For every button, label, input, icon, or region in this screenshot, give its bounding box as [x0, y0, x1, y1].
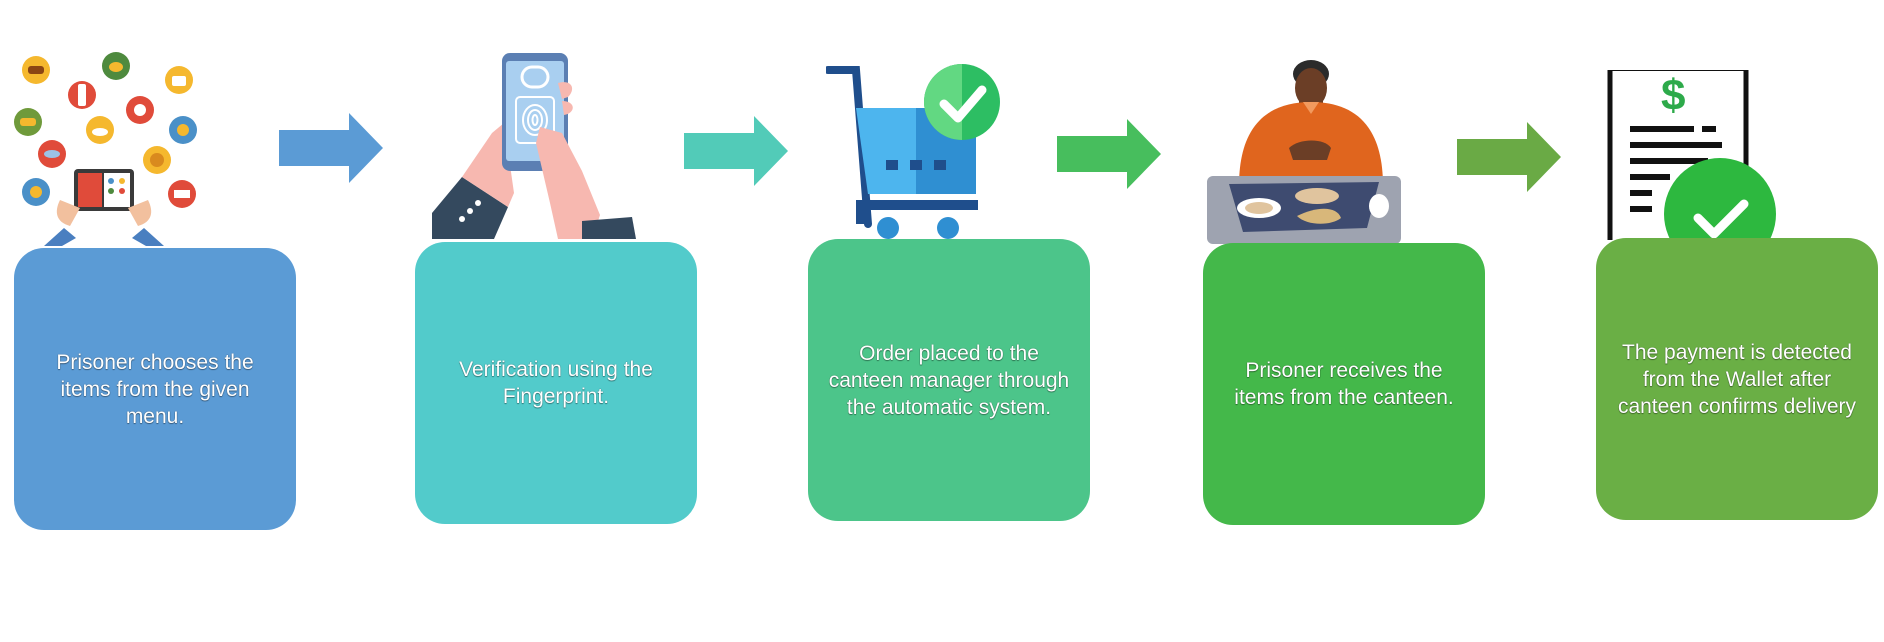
- step-2-box: Verification using the Fingerprint.: [415, 242, 697, 524]
- fingerprint-phone-icon: [432, 53, 636, 239]
- shopping-cart-check-icon: [826, 64, 1000, 239]
- arrow-1-icon: [279, 113, 383, 183]
- tablet-menu-icon: [14, 52, 197, 246]
- arrow-3-icon: [1057, 119, 1161, 189]
- step-4-box: Prisoner receives the items from the can…: [1203, 243, 1485, 525]
- receipt-check-icon: $: [1607, 70, 1776, 240]
- step-2-text: Verification using the Fingerprint.: [459, 358, 653, 408]
- arrow-2-icon: [684, 116, 788, 186]
- svg-text:$: $: [1661, 71, 1685, 120]
- step-1-text: Prisoner chooses the items from the give…: [56, 350, 254, 428]
- arrow-4-icon: [1457, 122, 1561, 192]
- prisoner-meal-icon: [1207, 60, 1401, 244]
- step-1-box: Prisoner chooses the items from the give…: [14, 248, 296, 530]
- step-5-box: The payment is detected from the Wallet …: [1596, 238, 1878, 520]
- step-3-text: Order placed to the canteen manager thro…: [828, 341, 1070, 419]
- step-4-text: Prisoner receives the items from the can…: [1234, 359, 1454, 409]
- step-3-box: Order placed to the canteen manager thro…: [808, 239, 1090, 521]
- step-5-text: The payment is detected from the Wallet …: [1617, 340, 1857, 418]
